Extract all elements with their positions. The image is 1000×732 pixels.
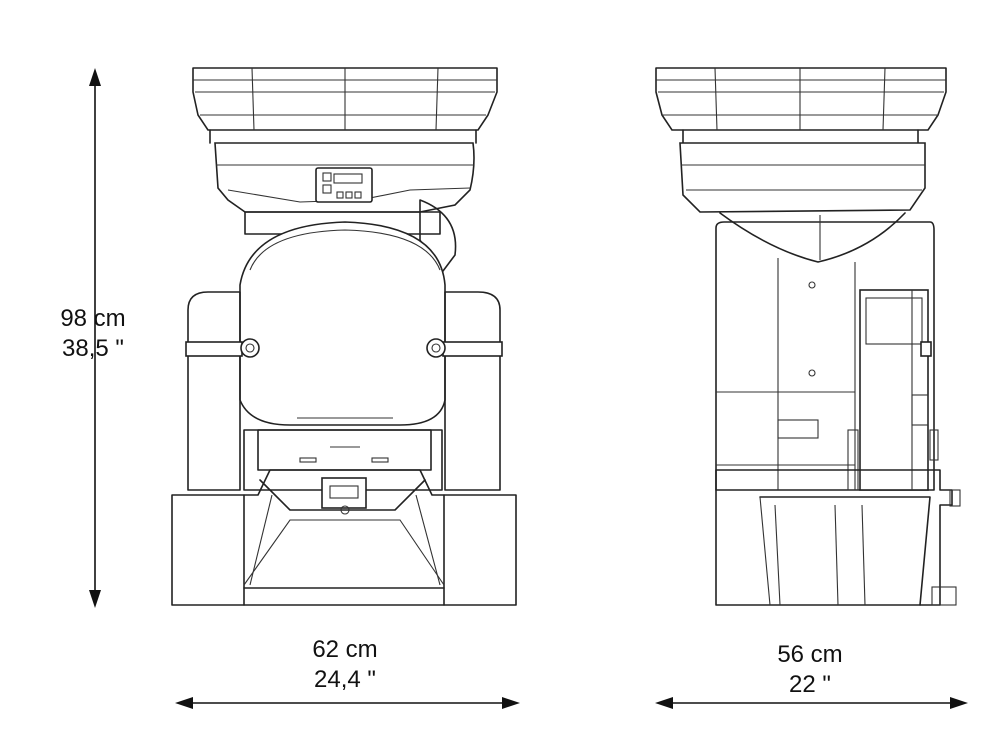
width-imperial: 24,4 " <box>314 666 376 693</box>
front-base <box>171 469 517 606</box>
height-label: 98 cm 38,5 " <box>48 304 138 364</box>
front-drum <box>239 221 446 426</box>
depth-metric: 56 cm <box>777 641 843 668</box>
front-basket <box>192 67 498 144</box>
height-dimension-arrow <box>89 68 101 608</box>
side-head <box>679 142 926 213</box>
depth-label: 56 cm 22 " <box>760 640 860 700</box>
front-right-column <box>426 291 503 491</box>
height-imperial: 38,5 " <box>62 335 124 362</box>
height-metric: 98 cm <box>60 305 126 332</box>
depth-imperial: 22 " <box>789 671 831 698</box>
front-head <box>214 142 475 213</box>
side-base <box>715 469 961 606</box>
width-label: 62 cm 24,4 " <box>290 635 400 695</box>
side-body <box>715 215 939 491</box>
depth-dimension-arrow <box>655 697 968 709</box>
side-basket <box>655 67 947 144</box>
front-view-machine <box>171 67 517 606</box>
width-dimension-arrow <box>175 697 520 709</box>
side-view-machine <box>655 67 961 606</box>
front-left-column <box>185 291 260 491</box>
width-metric: 62 cm <box>312 636 378 663</box>
